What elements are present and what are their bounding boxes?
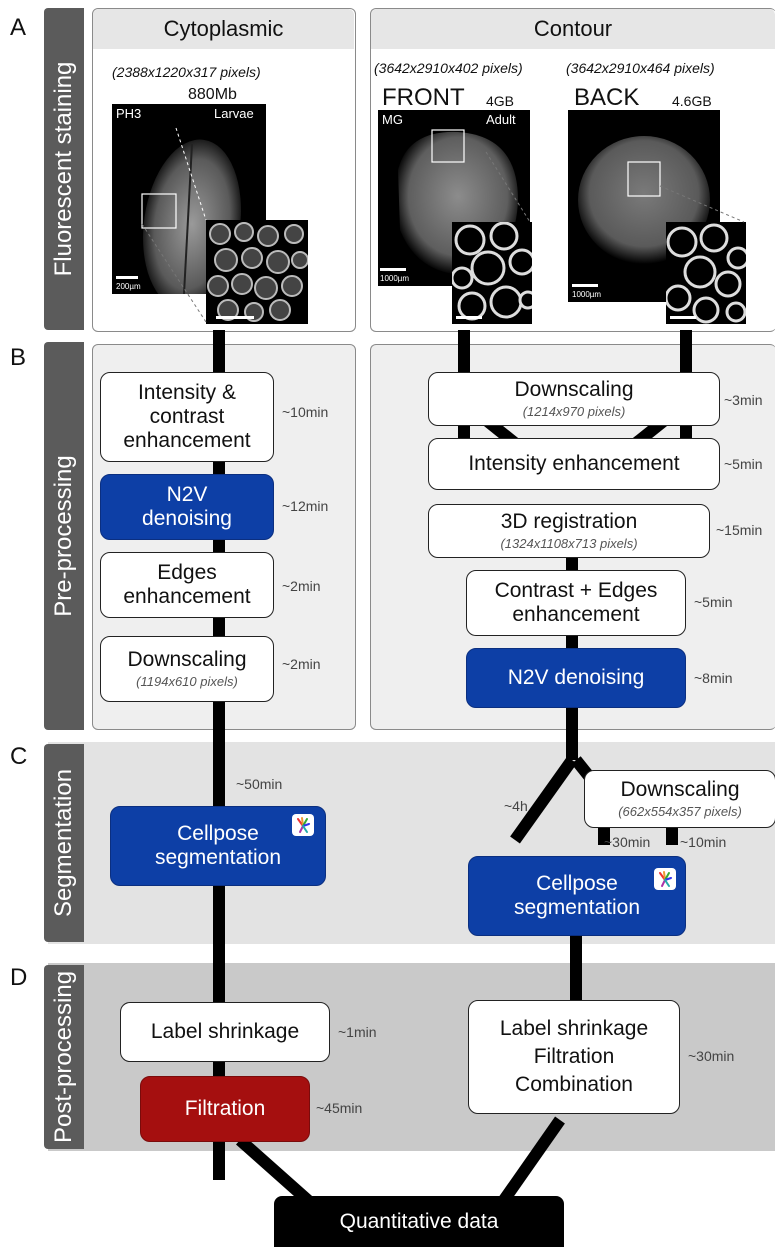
back-zoom-art xyxy=(666,223,746,324)
front-marker: MG xyxy=(382,112,403,127)
front-label: FRONT xyxy=(382,84,465,111)
left-edges-enhancement-box: Edges enhancement xyxy=(100,552,274,618)
section-letter-a: A xyxy=(10,14,27,41)
contour-zoom-lines xyxy=(485,151,745,223)
right-registration-time: ~15min xyxy=(716,522,763,538)
section-label-segmentation: Segmentation xyxy=(44,744,84,942)
left-intensity-contrast-box: Intensity & contrast enhancement xyxy=(100,372,274,462)
cellpose-logo-icon xyxy=(292,814,314,836)
left-filtration-box: Filtration xyxy=(140,1076,310,1142)
front-micrograph xyxy=(378,110,530,286)
left-intensity-time: ~10min xyxy=(282,404,329,420)
front-zoom-inset xyxy=(452,222,532,324)
section-label-postprocessing: Post-processing xyxy=(44,965,84,1149)
section-letter-b: B xyxy=(10,344,27,371)
left-downscaling-time: ~2min xyxy=(282,656,321,672)
left-shrink-time: ~1min xyxy=(338,1024,377,1040)
left-edges-time: ~2min xyxy=(282,578,321,594)
cyto-scalebar-text: 200µm xyxy=(116,282,141,291)
section-letter-d: D xyxy=(10,964,28,991)
right-segmentation-time: ~4h xyxy=(504,798,528,814)
left-n2v-denoising-box: N2V denoising xyxy=(100,474,274,540)
section-letter-c: C xyxy=(10,743,28,770)
back-zoom-inset xyxy=(666,222,746,324)
right-n2v-denoising-box: N2V denoising xyxy=(466,648,686,708)
front-size: 4GB xyxy=(486,93,515,109)
back-label: BACK xyxy=(574,84,640,111)
right-cellpose-segmentation-box: Cellpose segmentation xyxy=(468,856,686,936)
section-label-staining: Fluorescent staining xyxy=(44,8,84,330)
front-scalebar-text: 1000µm xyxy=(380,274,410,283)
back-scalebar xyxy=(572,284,598,287)
cyto-dims: (2388x1220x317 pixels) xyxy=(112,64,261,80)
section-label-preprocessing: Pre-processing xyxy=(44,342,84,730)
front-scalebar xyxy=(380,268,406,271)
header-contour: Contour xyxy=(371,9,775,49)
contour-front-dims: (3642x2910x402 pixels) xyxy=(374,60,523,76)
left-cellpose-segmentation-box: Cellpose segmentation xyxy=(110,806,326,886)
cellpose-logo-icon-right xyxy=(654,868,676,890)
right-downscaling2-box: Downscaling (662x554x357 pixels) xyxy=(584,770,775,828)
cyto-scalebar xyxy=(116,276,138,279)
right-intensity-enhancement-box: Intensity enhancement xyxy=(428,438,720,490)
cyto-zoom-lines xyxy=(141,127,207,323)
back-size: 4.6GB xyxy=(672,93,712,109)
cyto-zoom-inset xyxy=(206,220,308,324)
cyto-stage: Larvae xyxy=(214,106,254,121)
left-filtration-time: ~45min xyxy=(316,1100,363,1116)
right-post-time: ~30min xyxy=(688,1048,735,1064)
right-downscaling-time: ~3min xyxy=(724,392,763,408)
cyto-zoom-art xyxy=(207,222,308,322)
back-scalebar-text: 1000µm xyxy=(572,290,602,299)
cyto-size: 880Mb xyxy=(188,86,237,103)
left-n2v-time: ~12min xyxy=(282,498,329,514)
contour-back-dims: (3642x2910x464 pixels) xyxy=(566,60,715,76)
front-stage: Adult xyxy=(486,112,516,127)
right-post-processing-box: Label shrinkage Filtration Combination xyxy=(468,1000,680,1114)
right-downscaling2-time-a: ~30min xyxy=(604,834,651,850)
right-intensity-time: ~5min xyxy=(724,456,763,472)
left-segmentation-time: ~50min xyxy=(236,776,283,792)
right-downscaling2-time-b: ~10min xyxy=(680,834,727,850)
right-contrast-time: ~5min xyxy=(694,594,733,610)
cyto-marker: PH3 xyxy=(116,106,142,121)
right-contrast-edges-box: Contrast + Edges enhancement xyxy=(466,570,686,636)
left-downscaling-box: Downscaling (1194x610 pixels) xyxy=(100,636,274,702)
left-label-shrinkage-box: Label shrinkage xyxy=(120,1002,330,1062)
front-zoom-art xyxy=(452,222,532,321)
quantitative-data-output: Quantitative data xyxy=(274,1196,564,1247)
right-n2v-time: ~8min xyxy=(694,670,733,686)
header-cytoplasmic: Cytoplasmic xyxy=(93,9,354,49)
right-downscaling-box: Downscaling (1214x970 pixels) xyxy=(428,372,720,426)
right-3d-registration-box: 3D registration (1324x1108x713 pixels) xyxy=(428,504,710,558)
